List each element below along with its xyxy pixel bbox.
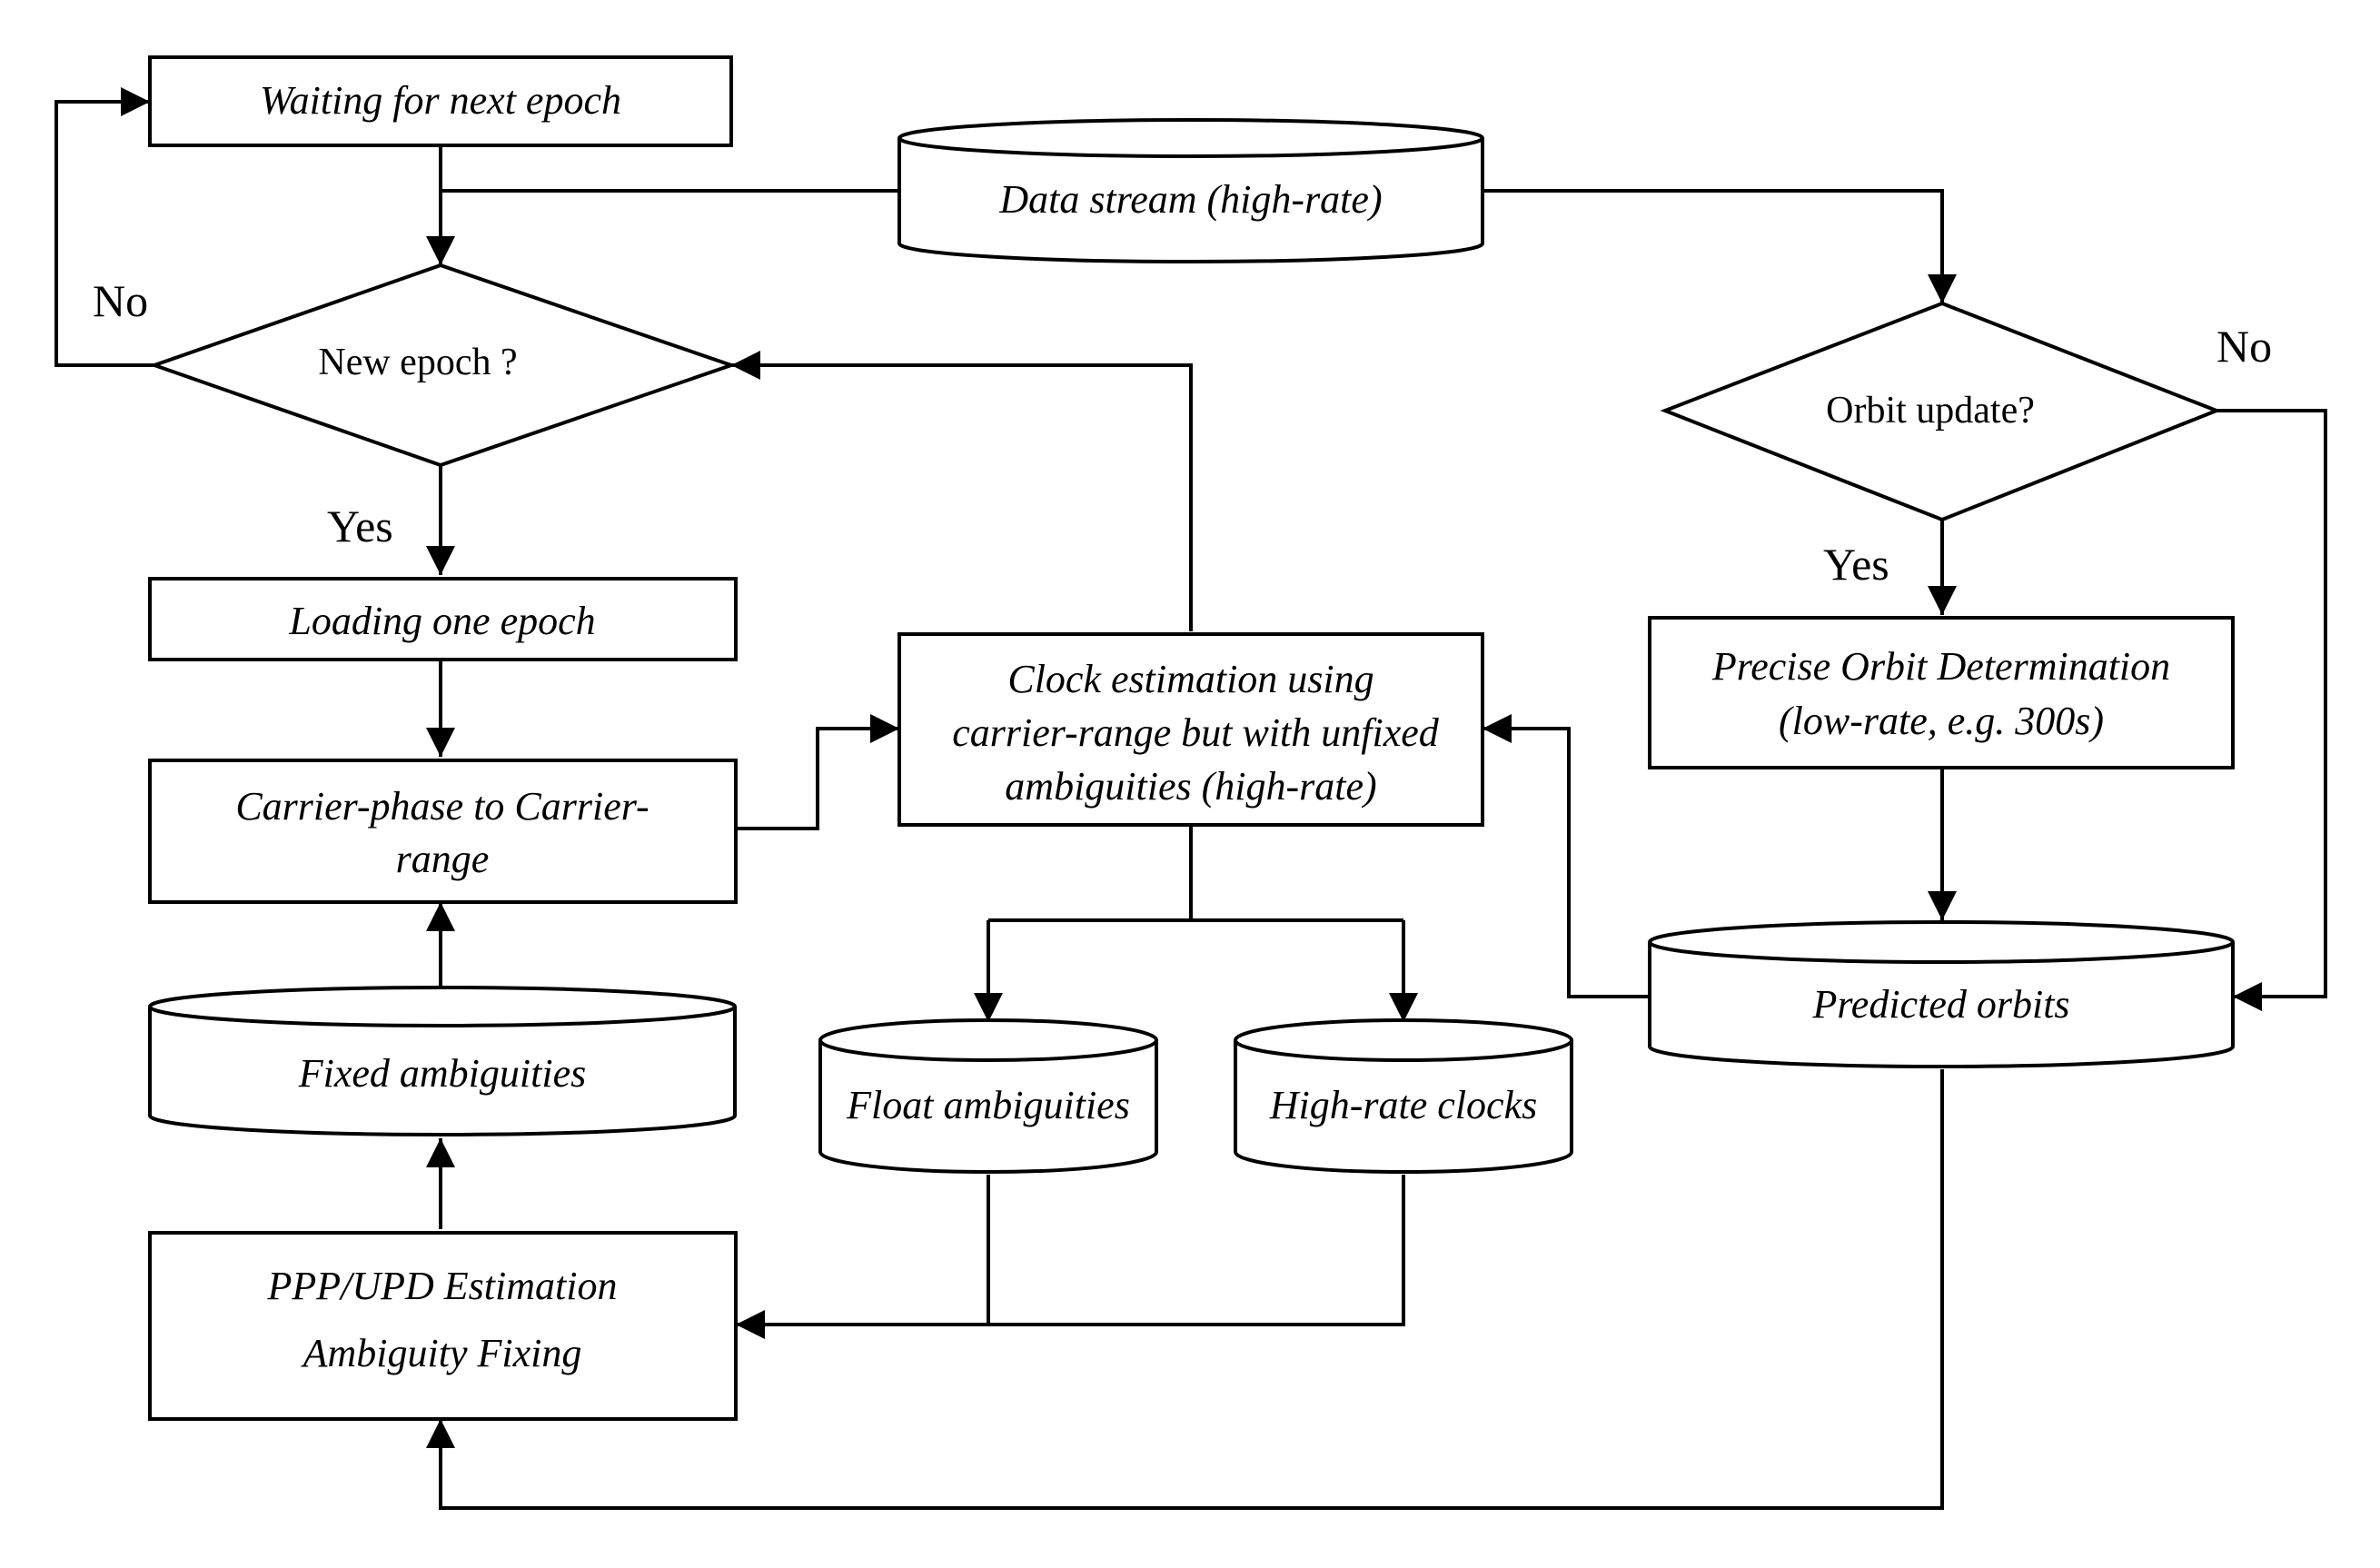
node-clock-estimation-line1: Clock estimation using: [1007, 657, 1373, 701]
edge-carrier-phase-to-clock: [736, 714, 899, 830]
node-data-stream-label: Data stream (high-rate): [998, 177, 1382, 222]
node-clock-estimation-line2: carrier-range but with unfixed: [952, 710, 1440, 755]
node-waiting: Waiting for next epoch: [148, 55, 733, 147]
edges: [55, 87, 2327, 1510]
label-orbit-update-yes: Yes: [1823, 539, 1889, 590]
label-orbit-update-no: No: [2216, 321, 2272, 372]
node-predicted-orbits-label: Predicted orbits: [1811, 982, 2069, 1027]
node-new-epoch: New epoch ?: [148, 263, 738, 468]
node-carrier-phase-line2: range: [396, 837, 490, 881]
edge-clock-split: [988, 825, 1403, 922]
node-carrier-phase-line1: Carrier-phase to Carrier-: [235, 784, 649, 829]
node-fixed-ambiguities-label: Fixed ambiguities: [298, 1051, 587, 1096]
node-loading-label: Loading one epoch: [288, 599, 595, 643]
edge-new-epoch-no-to-waiting: [55, 87, 154, 367]
edge-predicted-to-clock: [1483, 714, 1650, 998]
node-float-ambiguities: Float ambiguities: [818, 1018, 1158, 1174]
node-orbit-update-label: Orbit update?: [1826, 390, 2035, 432]
node-orbit-update: Orbit update?: [1660, 301, 2222, 522]
node-precise-orbit: Precise Orbit Determination (low-rate, e…: [1648, 616, 2235, 769]
node-high-rate-clocks: High-rate clocks: [1234, 1018, 1573, 1174]
edge-data-stream-to-orbit-update: [1483, 189, 1957, 303]
node-clock-estimation: Clock estimation using carrier-range but…: [897, 632, 1484, 827]
node-predicted-orbits: Predicted orbits: [1648, 920, 2235, 1068]
node-high-rate-clocks-label: High-rate clocks: [1269, 1083, 1537, 1127]
node-data-stream: Data stream (high-rate): [897, 118, 1484, 263]
edge-float-to-ppp: [987, 1175, 1405, 1326]
node-ppp-upd-line2: Ambiguity Fixing: [301, 1331, 582, 1375]
node-clock-estimation-line3: ambiguities (high-rate): [1005, 764, 1376, 809]
node-carrier-phase: Carrier-phase to Carrier- range: [148, 759, 738, 904]
node-precise-orbit-line2: (low-rate, e.g. 300s): [1779, 699, 2104, 743]
node-fixed-ambiguities: Fixed ambiguities: [148, 986, 737, 1136]
node-ppp-upd: PPP/UPD Estimation Ambiguity Fixing: [148, 1231, 738, 1421]
node-ppp-upd-line1: PPP/UPD Estimation: [267, 1264, 618, 1308]
node-waiting-label: Waiting for next epoch: [260, 78, 621, 123]
edge-clock-to-new-epoch: [731, 351, 1193, 631]
node-loading: Loading one epoch: [148, 577, 738, 661]
edge-predicted-to-ppp: [426, 1069, 1944, 1510]
label-new-epoch-yes: Yes: [327, 501, 393, 551]
label-new-epoch-no: No: [93, 275, 148, 326]
node-float-ambiguities-label: Float ambiguities: [846, 1083, 1130, 1127]
edge-orbit-no-to-predicted: [2216, 409, 2327, 1011]
node-new-epoch-label: New epoch ?: [318, 342, 517, 383]
node-precise-orbit-line1: Precise Orbit Determination: [1711, 644, 2170, 689]
